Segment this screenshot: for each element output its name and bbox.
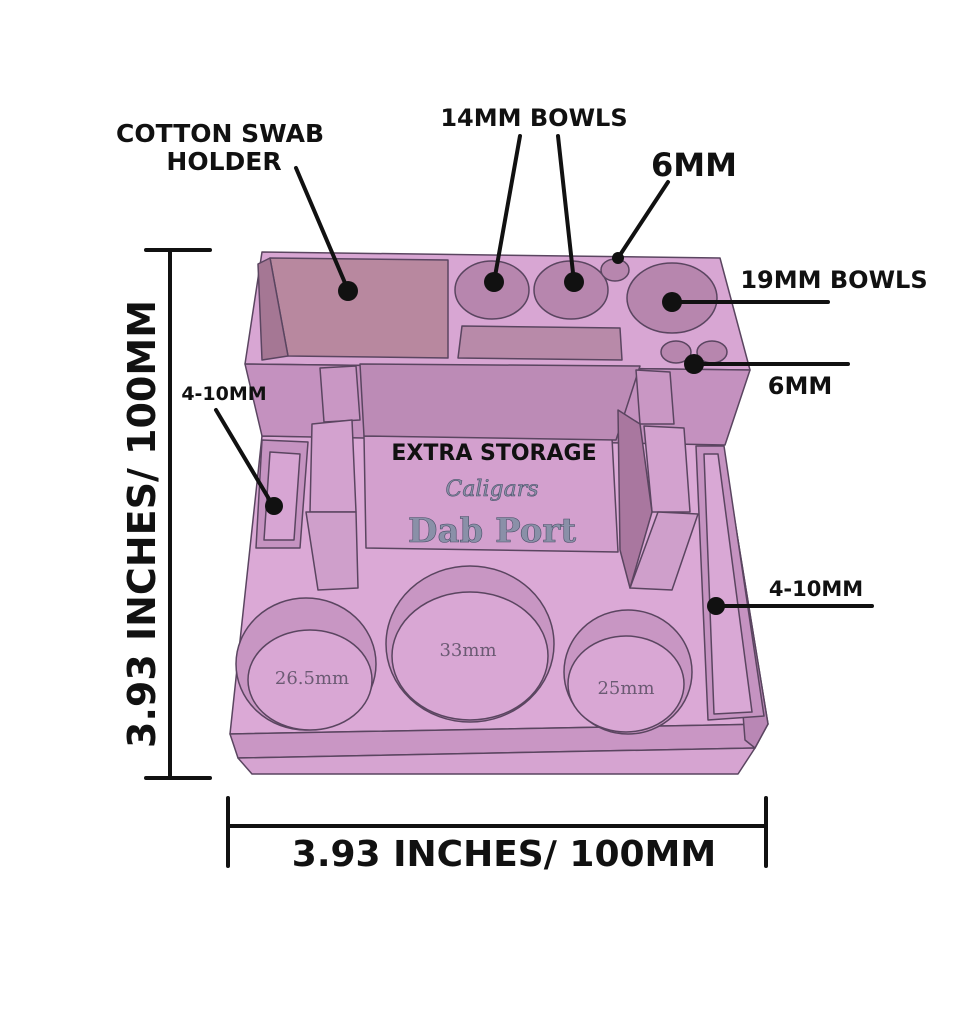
left-pillar-curve [309, 419, 357, 513]
well-26-5mm-label: 26.5mm [275, 668, 349, 689]
callout-dots [265, 252, 725, 615]
callout-dot-4-10-right [707, 597, 725, 615]
label-4-10mm-right: 4-10MM [769, 577, 863, 601]
callout-dot-14mm-1 [484, 272, 504, 292]
engraving-product: Dab Port [408, 511, 576, 551]
label-dimension-horizontal: 3.93 INCHES/ 100MM [292, 834, 716, 875]
right-pillar-front [629, 511, 699, 591]
callout-dot-4-10-left [265, 497, 283, 515]
well-26-5mm-floor [247, 629, 373, 731]
right-slot-inner [703, 453, 753, 715]
left-pillar-front [305, 511, 359, 591]
right-pillar-side [617, 409, 653, 589]
well-25mm-floor [567, 635, 685, 733]
label-6mm-right: 6MM [768, 372, 832, 400]
right-pillar-curve [643, 425, 691, 513]
base-bottom-lip [237, 747, 756, 775]
callout-line-4-10-left [214, 408, 274, 506]
callout-dot-6mm-top [612, 252, 624, 264]
engraving-brand: Caligars [445, 477, 538, 502]
callout-dot-cotton-swab [338, 281, 358, 301]
right-pillar-back [635, 369, 675, 425]
callout-line-14mm-2 [556, 134, 576, 284]
callout-line-14mm-1 [492, 134, 522, 284]
left-pillar-back [319, 365, 361, 423]
label-19mm-bowls: 19MM BOWLS [740, 266, 927, 294]
label-6mm-top: 6MM [651, 146, 737, 184]
cotton-swab-compartment [269, 257, 449, 359]
well-33mm-label: 33mm [439, 640, 496, 661]
label-14mm-bowls: 14MM BOWLS [440, 104, 627, 132]
well-33mm-floor [391, 591, 549, 721]
label-4-10mm-left: 4-10MM [181, 383, 266, 405]
label-cotton-swab-line2: HOLDER [166, 147, 281, 176]
organizer-model [229, 251, 769, 775]
callout-dot-6mm-right [684, 354, 704, 374]
hole-6mm-right-1 [660, 340, 692, 364]
cotton-swab-wall [257, 257, 289, 361]
callout-dot-14mm-2 [564, 272, 584, 292]
callout-dot-19mm [662, 292, 682, 312]
well-25mm-label: 25mm [597, 678, 654, 699]
callout-line-cotton-swab [294, 166, 350, 292]
extra-storage-wall [359, 363, 641, 441]
left-slot-inner [263, 451, 301, 541]
label-extra-storage: EXTRA STORAGE [391, 441, 596, 466]
tray-under-bowls [457, 325, 623, 361]
dimension-lines [144, 248, 768, 868]
callout-line-6mm-top [616, 180, 670, 260]
label-cotton-swab-line1: COTTON SWAB [116, 119, 324, 148]
label-dimension-vertical: 3.93 INCHES/ 100MM [120, 300, 164, 748]
callout-lines [214, 134, 874, 608]
